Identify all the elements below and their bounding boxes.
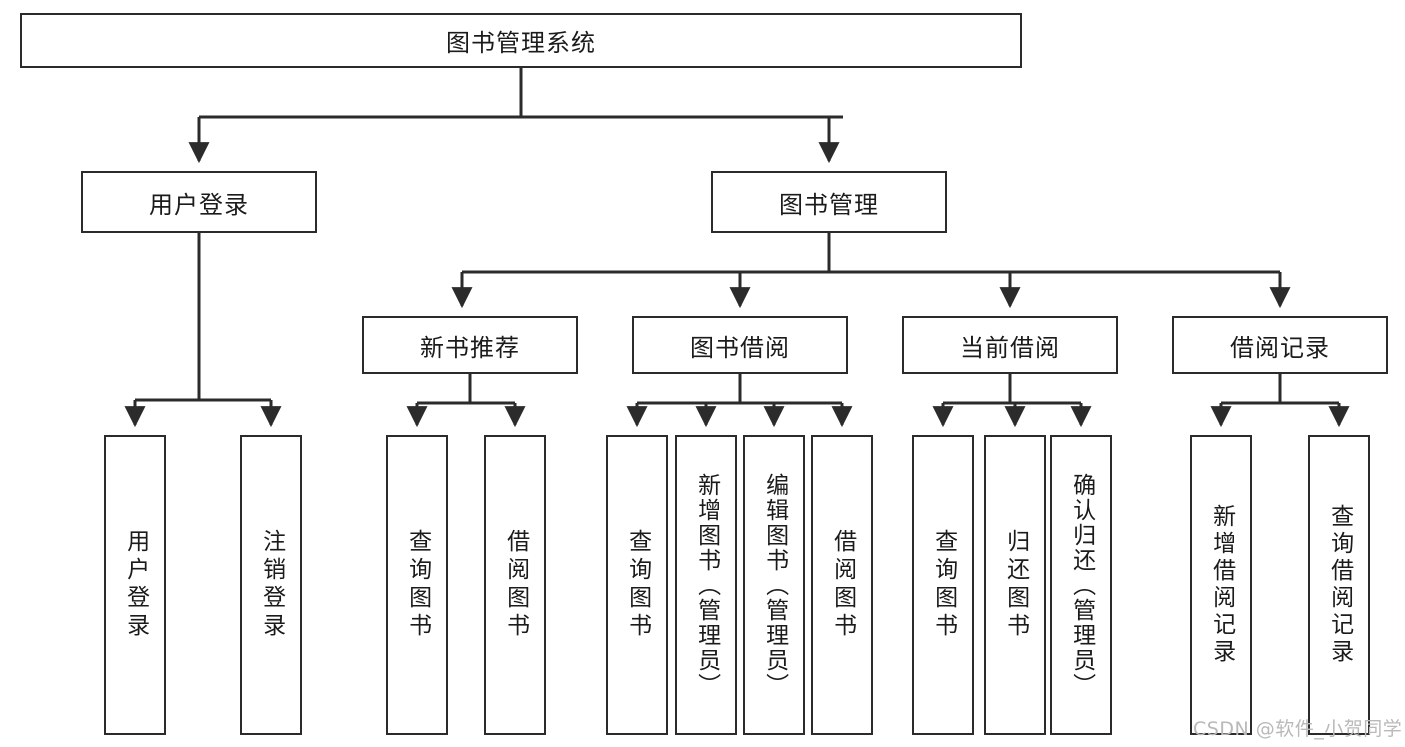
- node-leaf-add-book[interactable]: 新增图书（管理员）: [675, 435, 737, 735]
- node-leaf-user-login[interactable]: 用户登录: [104, 435, 166, 735]
- node-borrow-record-label: 借阅记录: [1230, 333, 1330, 362]
- edges-borrow-record-to-leaves: [1210, 374, 1350, 428]
- node-leaf-add-book-label: 新增图书（管理员）: [693, 472, 720, 698]
- edges-user-login-to-leaves: [124, 233, 282, 428]
- node-leaf-edit-book-label: 编辑图书（管理员）: [761, 472, 788, 698]
- node-leaf-edit-book[interactable]: 编辑图书（管理员）: [743, 435, 805, 735]
- node-root[interactable]: 图书管理系统: [20, 13, 1022, 68]
- node-leaf-query-record[interactable]: 查询借阅记录: [1308, 435, 1370, 735]
- node-leaf-add-record-label: 新增借阅记录: [1208, 504, 1235, 666]
- node-leaf-borrow-book-2[interactable]: 借阅图书: [811, 435, 873, 735]
- node-leaf-query-book-3-label: 查询图书: [930, 529, 957, 641]
- node-current-borrow-label: 当前借阅: [960, 333, 1060, 362]
- node-leaf-confirm-return[interactable]: 确认归还（管理员）: [1050, 435, 1112, 735]
- node-current-borrow[interactable]: 当前借阅: [902, 316, 1118, 374]
- node-borrow-record[interactable]: 借阅记录: [1172, 316, 1388, 374]
- node-book-manage-label: 图书管理: [779, 190, 879, 219]
- edges-root-to-level2: [188, 68, 843, 164]
- node-leaf-user-login-label: 用户登录: [122, 529, 149, 641]
- node-leaf-borrow-book-1[interactable]: 借阅图书: [484, 435, 546, 735]
- node-leaf-return-book-label: 归还图书: [1002, 529, 1029, 641]
- node-user-login-label: 用户登录: [149, 190, 249, 219]
- node-leaf-query-book-2-label: 查询图书: [624, 529, 651, 641]
- node-leaf-borrow-book-2-label: 借阅图书: [829, 529, 856, 641]
- node-book-manage[interactable]: 图书管理: [711, 171, 947, 233]
- node-user-login[interactable]: 用户登录: [81, 171, 317, 233]
- edges-current-borrow-to-leaves: [932, 374, 1092, 428]
- node-leaf-query-book-2[interactable]: 查询图书: [606, 435, 668, 735]
- node-leaf-query-book-3[interactable]: 查询图书: [912, 435, 974, 735]
- node-book-borrow[interactable]: 图书借阅: [632, 316, 848, 374]
- node-book-borrow-label: 图书借阅: [690, 333, 790, 362]
- node-leaf-confirm-return-label: 确认归还（管理员）: [1068, 472, 1095, 698]
- node-new-book-recommend-label: 新书推荐: [420, 333, 520, 362]
- node-leaf-logout[interactable]: 注销登录: [240, 435, 302, 735]
- node-leaf-query-book-1-label: 查询图书: [404, 529, 431, 641]
- node-root-label: 图书管理系统: [446, 29, 596, 57]
- edges-book-borrow-to-leaves: [626, 374, 853, 428]
- watermark: CSDN @软件_小贺同学: [1193, 714, 1402, 741]
- node-leaf-query-record-label: 查询借阅记录: [1326, 504, 1353, 666]
- edges-new-book-recommend-to-leaves: [406, 374, 526, 428]
- watermark-text: CSDN @软件_小贺同学: [1193, 718, 1403, 740]
- node-leaf-add-record[interactable]: 新增借阅记录: [1190, 435, 1252, 735]
- node-new-book-recommend[interactable]: 新书推荐: [362, 316, 578, 374]
- node-leaf-return-book[interactable]: 归还图书: [984, 435, 1046, 735]
- node-leaf-query-book-1[interactable]: 查询图书: [386, 435, 448, 735]
- node-leaf-logout-label: 注销登录: [258, 529, 285, 641]
- edges-book-manage-to-level3: [451, 233, 1291, 309]
- node-leaf-borrow-book-1-label: 借阅图书: [502, 529, 529, 641]
